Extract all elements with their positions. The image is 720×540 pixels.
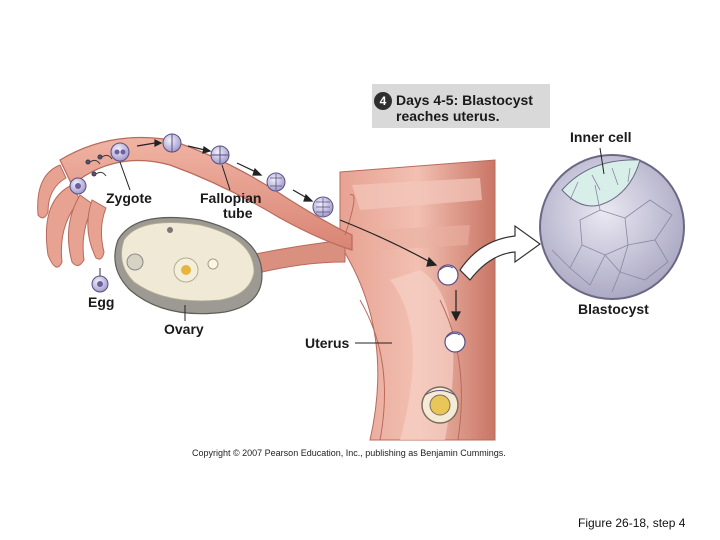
figure-caption: Figure 26-18, step 4 xyxy=(578,516,685,530)
copyright-notice: Copyright © 2007 Pearson Education, Inc.… xyxy=(192,448,506,458)
